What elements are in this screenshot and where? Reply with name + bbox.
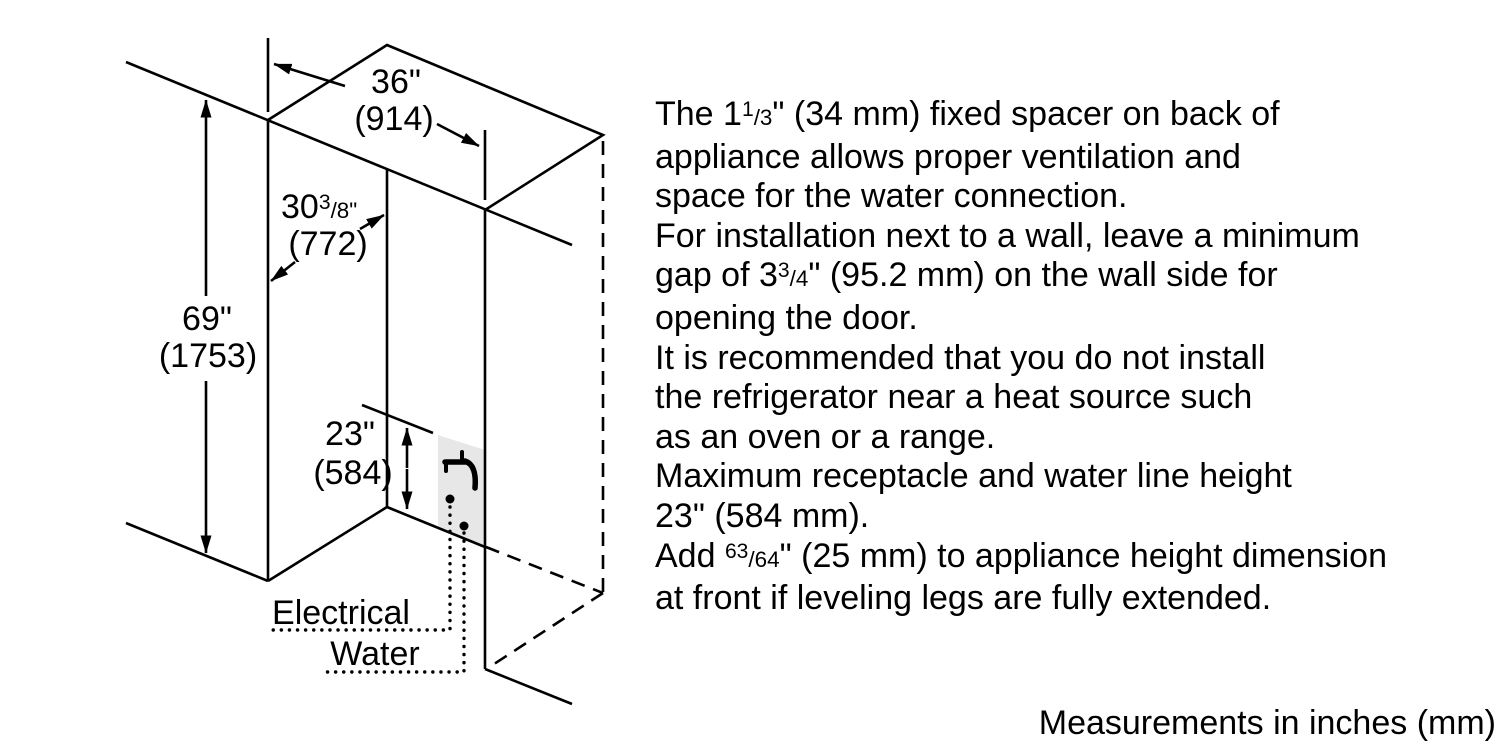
top-front-edge [125,60,573,247]
note-line: at front if leveling legs are fully exte… [655,579,1272,618]
width-dimension-label: 36" [371,63,421,101]
note-line: For installation next to a wall, leave a… [655,216,1360,255]
note-line: the refrigerator near a heat source such [655,378,1253,417]
niche-isometric-drawing [125,38,606,706]
electrical-label: Electrical [272,594,410,632]
floor-back-edge-visible [386,505,486,549]
niche-hidden-edges [485,141,605,670]
note-line: Maximum receptacle and water line height [655,457,1292,496]
depth-dimension-label: 303/8" [281,189,357,226]
note-line: appliance allows proper ventilation and [655,137,1241,176]
utility-height-label: 23" [325,415,375,453]
height-dimension-mm: (1753) [158,337,258,375]
depth-fraction-numerator: 3 [318,191,331,215]
utility-height-mm: (584) [313,454,393,492]
width-arrow-right [436,122,480,148]
floor-back-edge-hidden [485,545,604,595]
width-arrow-left [273,62,346,88]
water-label: Water [330,635,420,673]
niche-solid-edges [125,43,606,706]
note-line: 23" (584 mm). [655,496,870,535]
floor-right-edge-hidden [487,591,604,670]
depth-fraction-denominator: /8" [330,198,358,223]
utility-height-ledger [361,403,434,435]
faucet-icon [442,450,479,491]
dimension-arrows [200,62,480,554]
note-line: space for the water connection. [655,177,1128,216]
note-line: Add 63/64" (25 mm) to appliance height d… [655,536,1387,575]
depth-value: 30 [281,188,319,226]
note-line: as an oven or a range. [655,417,996,456]
note-line: It is recommended that you do not instal… [655,338,1266,377]
water-connection-dot [459,521,469,531]
electrical-leader [270,505,452,632]
units-note: Measurements in inches (mm) [1038,704,1496,742]
top-face-edges [267,43,606,212]
installation-note: The 11/3" (34 mm) fixed spacer on back o… [655,95,1387,619]
dimension-extension-lines [266,38,487,435]
floor-left-edge [267,505,388,583]
note-line: opening the door. [655,298,918,337]
depth-arrow-lower [270,260,296,283]
bottom-left-edge [125,521,269,583]
depth-arrow-upper [359,213,385,231]
bottom-right-edge [484,667,573,706]
depth-dimension-mm: (772) [288,225,368,263]
note-line: The 11/3" (34 mm) fixed spacer on back o… [655,95,1280,133]
electrical-outlet-dot [445,494,455,504]
height-dimension-label: 69" [182,300,232,338]
width-dimension-mm: (914) [354,100,434,138]
leader-lines [270,505,466,674]
water-leader [325,531,466,674]
note-line: gap of 33/4" (95.2 mm) on the wall side … [655,256,1278,295]
